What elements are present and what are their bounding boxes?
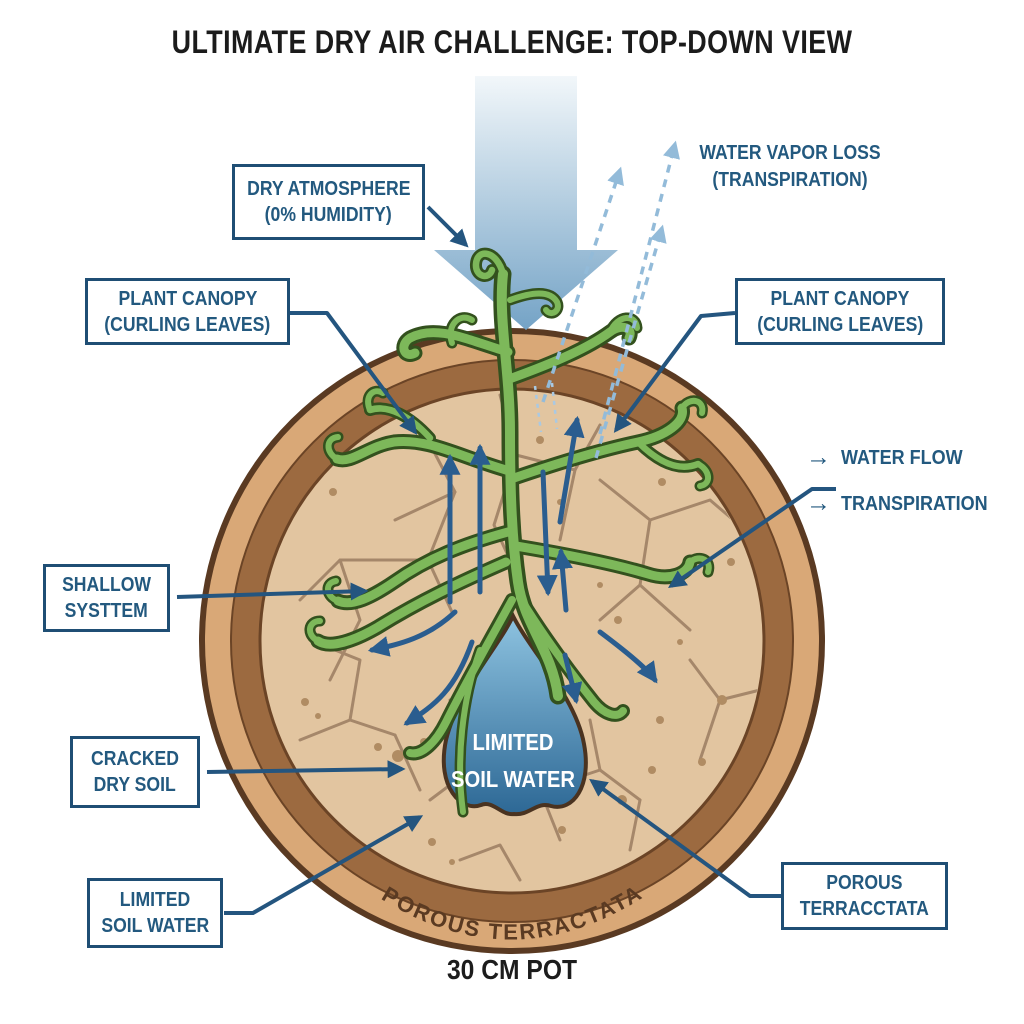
legend-transpiration: → TRANSPIRATION [806,489,1004,517]
label-line: PLANT CANOPY [118,287,257,310]
label-cracked-dry-soil: CRACKED DRY SOIL [70,736,200,808]
transpiration-arrow-icon: → [806,489,831,517]
label-line: (CURLING LEAVES) [757,313,923,336]
label-line: WATER VAPOR LOSS [699,142,881,164]
label-dry-atmosphere: DRY ATMOSPHERE (0% HUMIDITY) [232,164,425,240]
label-line: PLANT CANOPY [770,287,910,310]
label-line: SOIL WATER [450,765,576,792]
label-pot-size: 30 CM POT [0,954,1024,986]
label-line: LIMITED [119,889,191,911]
transpiration-arrows-icon [541,140,680,459]
label-water-blob: LIMITED SOIL WATER [424,724,602,798]
label-shallow-system: SHALLOW SYSTTEM [43,564,170,632]
label-connector-arrows [176,205,836,915]
label-line: DRY SOIL [93,774,177,796]
label-water-vapor-loss: WATER VAPOR LOSS (TRANSPIRATION) [664,140,916,194]
label-line: SHALLOW [62,574,151,596]
water-flow-arrows-icon [367,415,658,726]
label-line: (TRANSPIRATION) [712,169,868,191]
label-line: (0% HUMIDITY) [264,204,393,226]
label-line: LIMITED [472,729,554,755]
water-flow-arrow-icon: → [806,443,831,471]
page-title-text: ULTIMATE DRY AIR CHALLENGE: TOP-DOWN VIE… [171,24,853,60]
legend-water-flow-label: WATER FLOW [841,447,963,469]
label-line: SYSTTEM [64,600,149,622]
label-line: CRACKED [91,748,179,770]
legend-water-flow: → WATER FLOW [806,443,976,471]
label-line: TERRACCTATA [799,898,930,920]
label-plant-canopy-left: PLANT CANOPY (CURLING LEAVES) [85,278,290,345]
label-limited-soil-water: LIMITED SOIL WATER [87,878,223,948]
label-line: POROUS [826,872,903,894]
label-porous-terracctata: POROUS TERRACCTATA [781,862,948,930]
drip-dashes-icon [533,382,559,433]
label-line: 30 CM POT [446,954,578,985]
label-plant-canopy-right: PLANT CANOPY (CURLING LEAVES) [735,278,945,345]
label-line: SOIL WATER [101,915,209,937]
page-title: ULTIMATE DRY AIR CHALLENGE: TOP-DOWN VIE… [0,24,1024,61]
label-line: (CURLING LEAVES) [104,313,271,336]
legend-transpiration-label: TRANSPIRATION [841,493,988,515]
label-line: DRY ATMOSPHERE [246,178,411,200]
